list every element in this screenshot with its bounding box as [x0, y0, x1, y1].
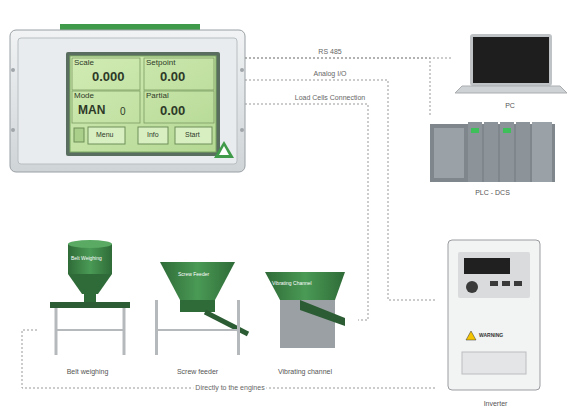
warning-text: WARNING: [479, 333, 503, 339]
laptop-drawing: [455, 34, 567, 93]
field-value: MAN: [78, 104, 105, 117]
field-value: 0.000: [92, 70, 125, 84]
signal-connector: [245, 104, 368, 320]
node-caption: Screw feeder: [142, 368, 253, 376]
signal-connector: [22, 330, 435, 388]
field-name: Partial: [146, 92, 169, 101]
button-label: Info: [147, 131, 159, 139]
belt-weighing-drawing: [50, 240, 130, 355]
signal-connector: [245, 80, 435, 300]
node-caption: Vibrating channel: [252, 368, 358, 376]
node-caption: PC: [452, 102, 568, 110]
screw-feeder-node: Screw feeder: [142, 250, 253, 376]
vibrating-channel-node: Vibrating channel: [252, 262, 358, 376]
signal-connector: [245, 58, 452, 59]
inverter-node: Inverter: [435, 232, 556, 408]
belt-weighing-node: Belt weighing: [37, 232, 138, 376]
connector-label: Analog I/O: [311, 70, 348, 78]
connector-label: Directly to the engines: [193, 384, 266, 392]
vibrating-channel-drawing: [265, 272, 345, 348]
controller-drawing: [10, 24, 245, 172]
field-name: Scale: [74, 59, 94, 68]
controller-panel: Scale0.000Setpoint0.00ModeMAN0Partial0.0…: [10, 30, 245, 172]
inverter-drawing: [448, 240, 540, 390]
node-caption: PLC - DCS: [422, 189, 563, 197]
connector-label: RS 485: [316, 48, 343, 56]
button-label: Start: [185, 131, 200, 139]
pc-node: PC: [452, 30, 568, 110]
plc-drawing: [430, 122, 555, 182]
screw-feeder-drawing: [155, 262, 248, 355]
node-caption: Inverter: [435, 400, 556, 408]
equipment-marking: Screw Feeder: [178, 272, 209, 278]
button-label: Menu: [96, 131, 114, 139]
field-value: 0: [120, 106, 126, 117]
field-value: 0.00: [160, 104, 185, 118]
field-name: Mode: [74, 92, 94, 101]
signal-connector: [245, 58, 430, 115]
connector-label: Load Cells Connection: [293, 94, 367, 102]
field-value: 0.00: [160, 70, 185, 84]
field-name: Setpoint: [146, 59, 175, 68]
equipment-marking: Belt Weighing: [71, 256, 102, 262]
equipment-marking: Vibrating Channel: [272, 281, 312, 287]
plc-node: PLC - DCS: [422, 115, 563, 197]
node-caption: Belt weighing: [37, 368, 138, 376]
